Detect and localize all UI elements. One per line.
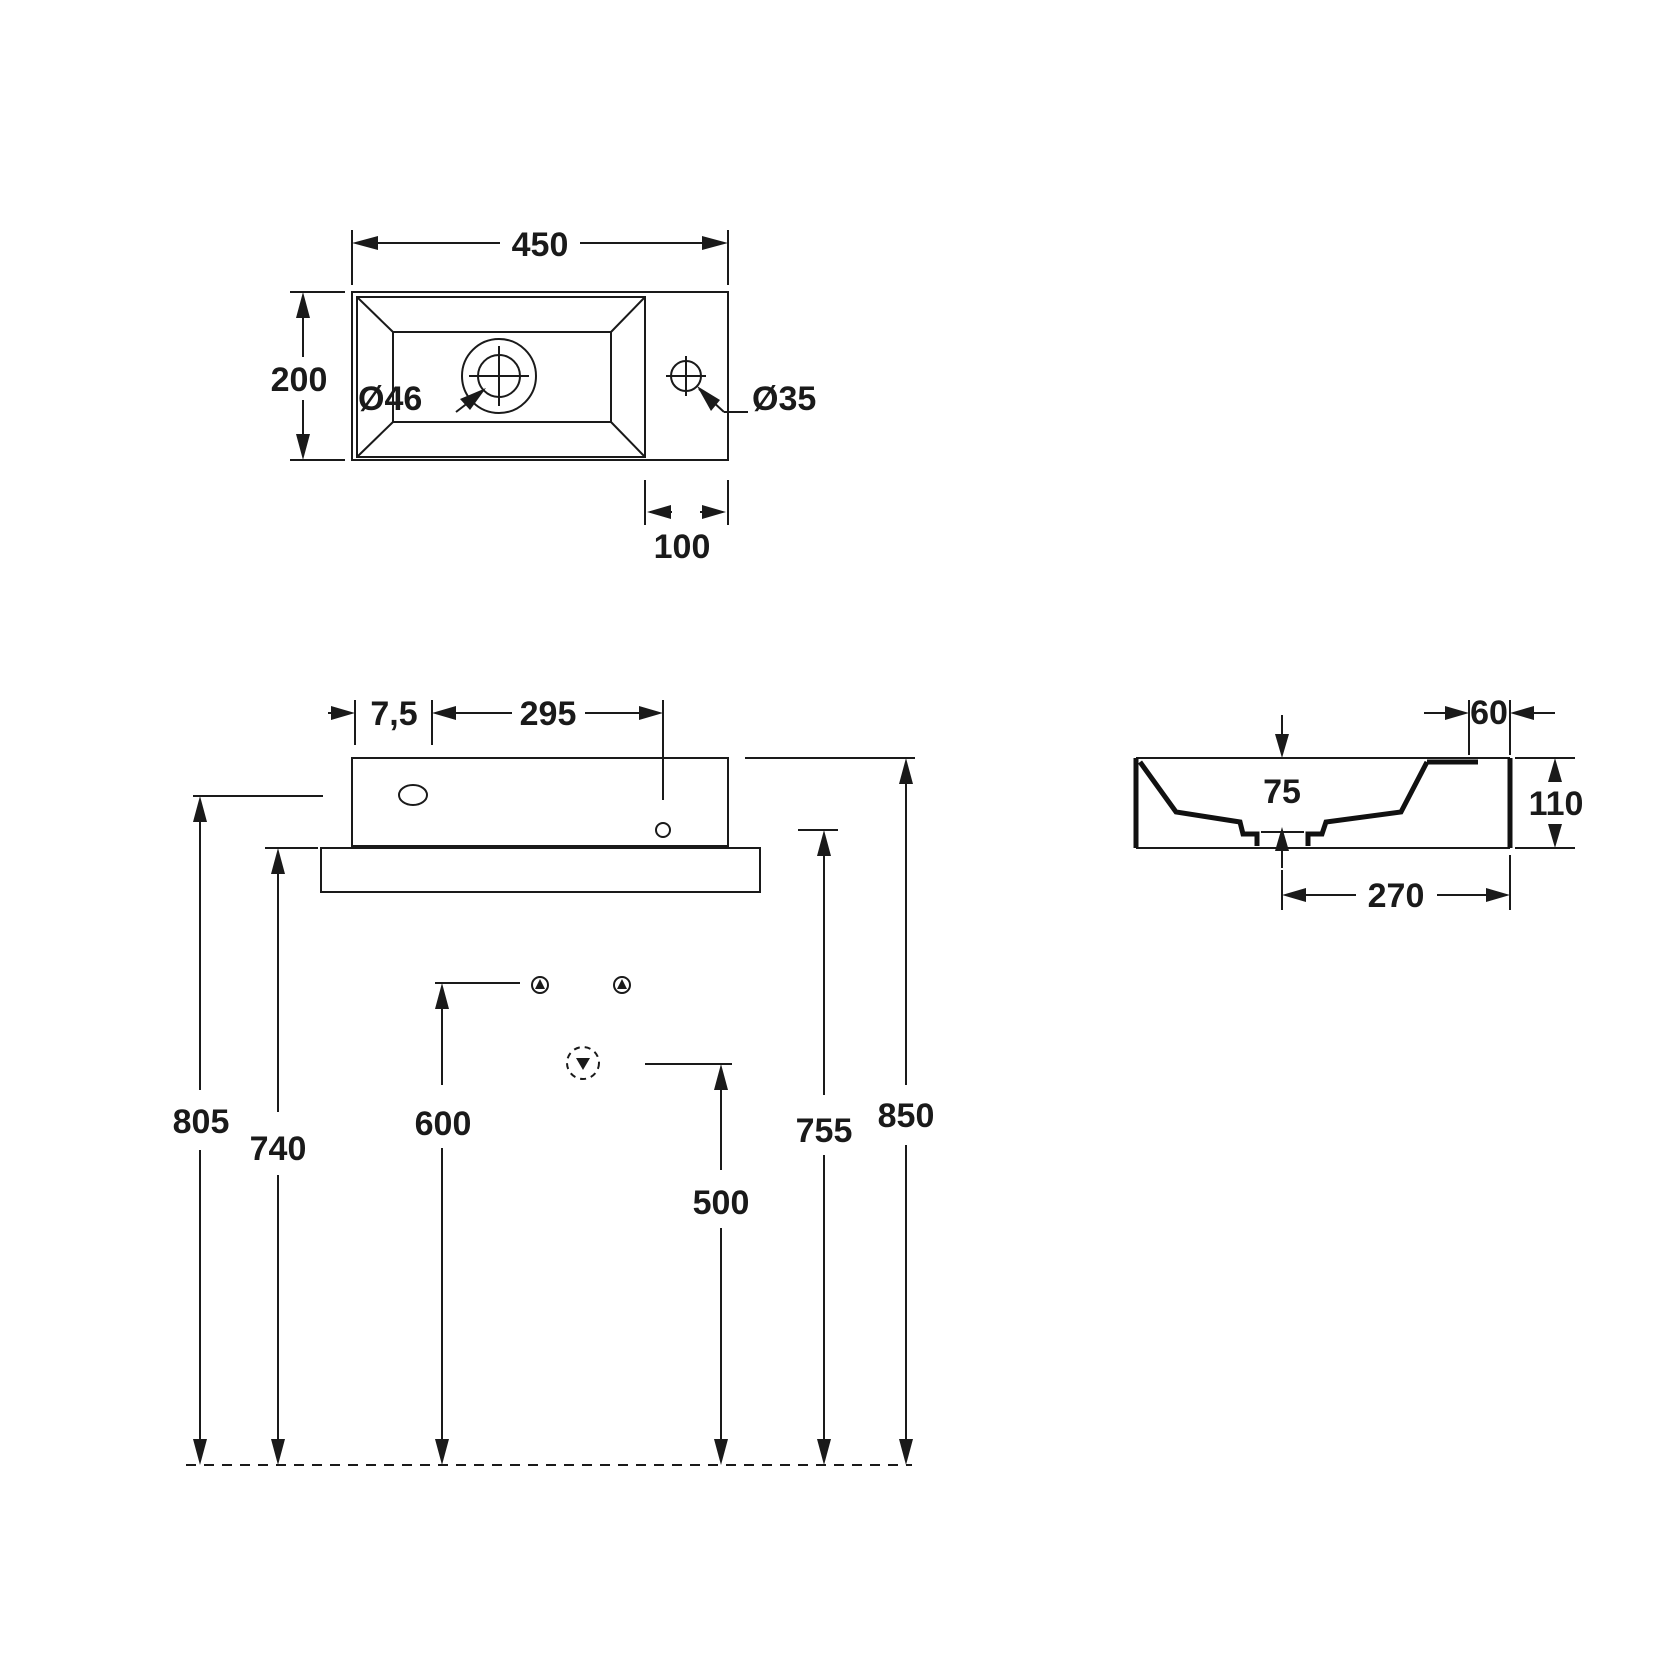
water-supply-valve-icon	[531, 976, 549, 994]
tap-diameter-callout: Ø35	[697, 380, 816, 418]
drain-symbol	[461, 338, 537, 414]
drain-diameter-callout: Ø46	[358, 380, 486, 418]
bowl-outer-edge	[356, 296, 646, 458]
bowl-bevel-line	[610, 296, 646, 333]
tap-hole-symbol	[666, 356, 706, 396]
dim-100-label: 100	[654, 528, 711, 566]
dim-850-label: 850	[878, 1097, 935, 1135]
dim-600-label: 600	[415, 1105, 472, 1143]
shelf-plate	[320, 847, 761, 893]
section-view: 60 75 110 270	[1133, 694, 1584, 915]
bowl-profile-left	[1137, 760, 1260, 846]
dim-500-label: 500	[693, 1184, 750, 1222]
dim-110-label: 110	[1529, 785, 1584, 823]
dimension-tap-offset: 100	[644, 480, 729, 566]
dimension-rim-60: 60	[1424, 694, 1555, 755]
dim-450-label: 450	[512, 226, 569, 264]
dimension-width: 450	[351, 226, 729, 285]
waste-outlet-icon	[566, 1046, 600, 1080]
dimension-805: 805	[173, 795, 323, 1465]
dimension-hole-spacing: 295	[456, 695, 664, 800]
dimension-755: 755	[796, 829, 853, 1465]
basin-outline	[351, 291, 729, 461]
dim-755-label: 755	[796, 1112, 853, 1150]
basin-front-body	[351, 757, 729, 847]
dim-tap-diameter-label: Ø35	[752, 380, 816, 418]
dimension-500: 500	[645, 1063, 750, 1465]
bowl-bevel-line	[356, 421, 394, 458]
dim-drain-diameter-label: Ø46	[358, 380, 422, 418]
dim-60-label: 60	[1470, 694, 1508, 732]
bowl-bevel-line	[356, 296, 394, 333]
bowl-inner-floor	[392, 331, 612, 423]
dim-200-label: 200	[271, 361, 328, 399]
tap-hole-front	[655, 822, 671, 838]
dimension-740: 740	[250, 847, 318, 1465]
water-supply-valve-icon	[613, 976, 631, 994]
overflow-hole	[398, 784, 428, 806]
front-view: 7,5 295 805 740	[173, 695, 935, 1466]
bowl-bevel-line	[610, 421, 646, 458]
dimension-600: 600	[415, 982, 520, 1465]
bowl-profile-right	[1305, 760, 1430, 846]
dim-270-label: 270	[1368, 877, 1425, 915]
dimension-side-margin: 7,5	[328, 695, 456, 745]
dimension-bowl-75: 75	[1263, 715, 1301, 868]
dim-295-label: 295	[520, 695, 577, 733]
top-view: 450 200 Ø46 Ø35	[271, 226, 817, 566]
dim-75-label: 75	[1263, 773, 1301, 811]
dim-740-label: 740	[250, 1130, 307, 1168]
dim-7-5-label: 7,5	[370, 695, 417, 733]
dimension-270: 270	[1281, 855, 1511, 915]
dimension-height-110: 110	[1515, 757, 1584, 849]
dimension-850: 850	[745, 757, 935, 1465]
dimension-depth: 200	[271, 291, 345, 461]
dim-805-label: 805	[173, 1103, 230, 1141]
